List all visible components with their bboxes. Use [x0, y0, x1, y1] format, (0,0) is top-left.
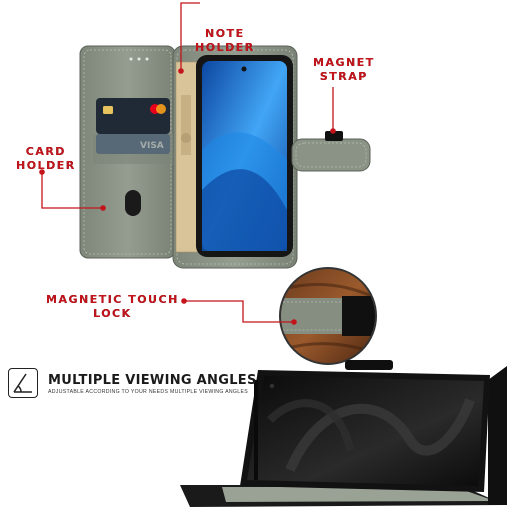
callout-note-holder-line2: HOLDER: [195, 41, 255, 54]
callout-magnetic-touch-lock-line2: LOCK: [93, 307, 132, 320]
callout-note-holder: NOTE HOLDER: [195, 27, 255, 55]
magnet-dot-icon: [330, 128, 336, 134]
magnetic-lock-leader: [184, 300, 294, 323]
card-logo-orange: [156, 104, 166, 114]
angle-icon: [13, 373, 32, 393]
banknote-print: [181, 95, 191, 155]
stitch-dot: [137, 57, 141, 61]
magnet-dot-icon: [178, 68, 184, 74]
stand-cover-back: [488, 366, 507, 505]
banknote: [175, 61, 199, 253]
callout-magnetic-touch-lock-line1: MAGNETIC TOUCH: [46, 293, 179, 306]
feature-subtitle: ADJUSTABLE ACCORDING TO YOUR NEEDS MULTI…: [48, 389, 248, 395]
wallet-case: VISA: [79, 45, 371, 269]
callout-magnetic-touch-lock: MAGNETIC TOUCH LOCK: [46, 293, 179, 321]
strap-stitch: [295, 142, 367, 168]
callout-card-holder-line2: HOLDER: [16, 159, 76, 172]
stand-phone-edge: [254, 380, 258, 480]
magnet-dot-icon: [181, 298, 187, 304]
callout-card-holder-line1: CARD: [25, 145, 66, 158]
case-cutout: [125, 190, 141, 216]
closeup-phone-edge: [342, 296, 375, 336]
banknote-emblem: [181, 133, 191, 143]
card-chip: [103, 106, 113, 114]
callout-magnet-strap-line2: STRAP: [319, 70, 368, 83]
stand-view: [180, 360, 507, 507]
credit-card-1: [96, 98, 170, 134]
card-holder-leader: [41, 172, 103, 209]
stand-strap: [345, 360, 393, 370]
note-holder-leader: [180, 2, 200, 71]
lock-closeup: [279, 267, 377, 365]
stand-camera-icon: [269, 383, 275, 389]
feature-title: MULTIPLE VIEWING ANGLES: [48, 373, 257, 388]
magnet-dot-icon: [291, 319, 297, 325]
callout-note-holder-line1: NOTE: [205, 27, 245, 40]
callout-lines: [41, 2, 334, 323]
callout-magnet-strap: MAGNET STRAP: [313, 56, 375, 84]
angle-icon-frame: [8, 368, 38, 398]
callout-magnet-strap-line1: MAGNET: [313, 56, 375, 69]
callout-dots: [39, 68, 336, 325]
wallpaper-wave: [202, 169, 287, 251]
stitch-dot: [145, 57, 149, 61]
callout-card-holder: CARD HOLDER: [16, 145, 76, 173]
strap-clasp: [325, 131, 343, 141]
stand-base-inner: [222, 487, 495, 502]
magnet-dot-icon: [39, 169, 45, 175]
case-right-stitch: [176, 49, 294, 265]
closeup-strap: [281, 298, 360, 334]
card-slot: [93, 134, 173, 164]
magnet-dot-icon: [100, 205, 106, 211]
camera-icon: [241, 66, 247, 72]
stitch-dot: [129, 57, 133, 61]
magnet-strap: [291, 138, 371, 172]
